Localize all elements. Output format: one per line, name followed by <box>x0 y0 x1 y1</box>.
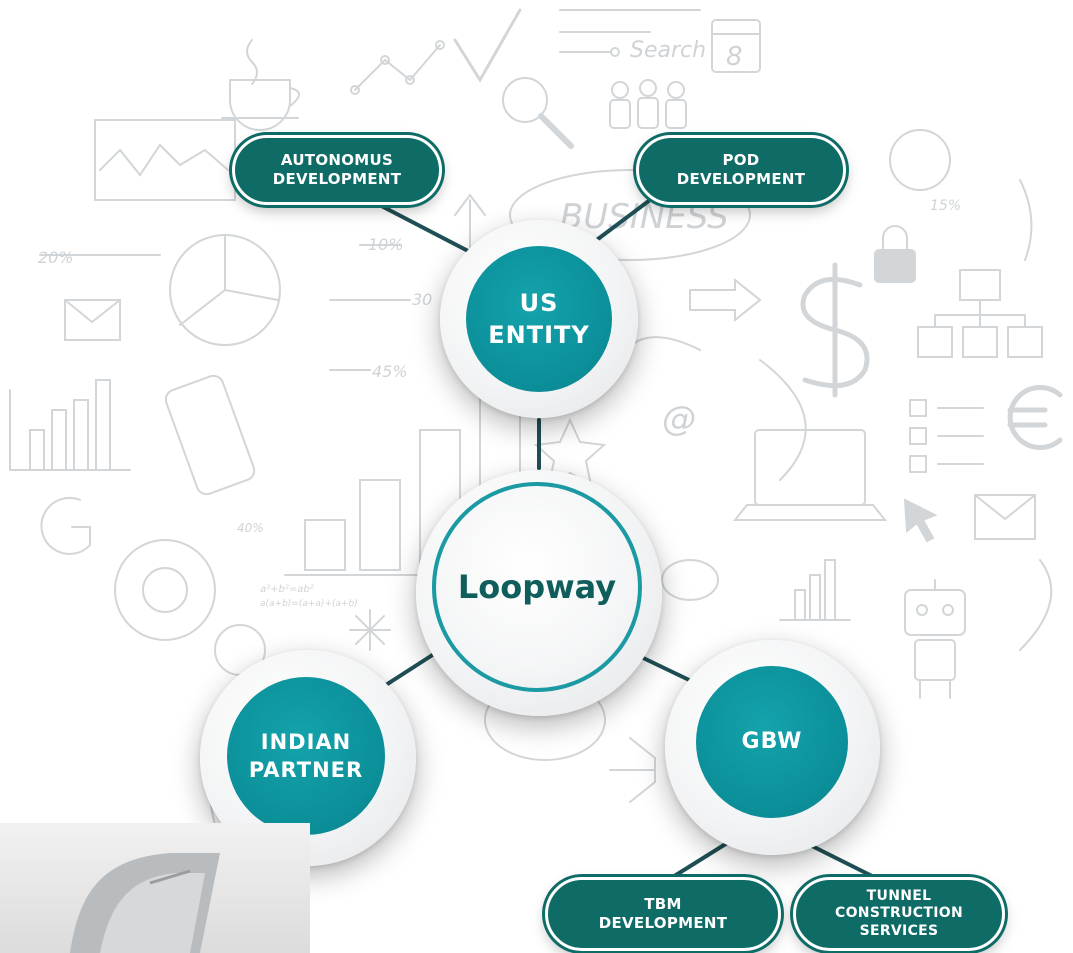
pod-development-pill: POD DEVELOPMENT <box>636 135 846 205</box>
pie-chart-icon <box>169 234 281 346</box>
magnifier-icon <box>502 77 574 149</box>
checkmark-icon <box>453 8 522 83</box>
indian-partner-disc: INDIAN PARTNER <box>227 677 385 835</box>
percent-45-text: 45% <box>372 362 408 381</box>
calendar-icon <box>711 19 761 73</box>
speech-bubble-sketch <box>661 559 719 601</box>
indian-partner-label: INDIAN PARTNER <box>248 729 364 782</box>
euro-icon <box>1007 385 1063 450</box>
us-entity-label: US ENTITY <box>488 288 590 349</box>
us-entity-node: US ENTITY <box>440 220 638 418</box>
loopway-center-node: Loopway <box>416 470 662 716</box>
loopway-label: Loopway <box>457 568 617 606</box>
asterisk-sketch <box>349 609 391 651</box>
g-logo-sketch <box>40 497 91 555</box>
loopway-disc: Loopway <box>432 482 642 692</box>
search-sketch-text: Search <box>630 38 706 63</box>
calendar-day-text: 8 <box>726 42 743 72</box>
gear-icon <box>114 539 266 676</box>
tunnel-construction-services-pill: TUNNEL CONSTRUCTION SERVICES <box>793 877 1005 951</box>
percent-30-text: 30 <box>412 290 432 309</box>
tunnel-construction-services-label: TUNNEL CONSTRUCTION SERVICES <box>835 887 963 939</box>
people-icon <box>609 79 687 129</box>
dollar-icon <box>800 262 870 398</box>
search-bar-sketch <box>559 9 701 57</box>
percent-10-text: 10% <box>368 235 404 254</box>
org-chart-icon <box>917 269 1043 358</box>
gbw-node: GBW <box>665 640 880 855</box>
phone-icon <box>164 374 256 496</box>
pod-development-label: POD DEVELOPMENT <box>676 151 806 188</box>
clock-icon <box>889 129 951 191</box>
gbw-label: GBW <box>741 729 803 755</box>
business-oval-sketch <box>509 169 751 261</box>
tbm-development-label: TBM DEVELOPMENT <box>598 895 728 932</box>
line-chart-icon <box>350 40 445 95</box>
lock-icon <box>874 225 916 283</box>
autonomus-development-label: AUTONOMUS DEVELOPMENT <box>272 151 402 188</box>
percent-40-text: 40% <box>237 521 264 535</box>
device-photo-shape <box>70 853 220 953</box>
formula-sketch-1: a²+b²=ab² <box>260 584 314 595</box>
us-entity-disc: US ENTITY <box>466 246 612 392</box>
bottom-left-photo-fragment <box>0 823 310 953</box>
cursor-icon <box>903 498 938 543</box>
at-sign-sketch: @ <box>662 399 696 439</box>
tbm-development-pill: TBM DEVELOPMENT <box>545 877 781 951</box>
small-bar-chart-sketch <box>779 559 851 621</box>
coffee-cup-icon <box>221 39 300 131</box>
checklist-icon <box>909 399 984 473</box>
percent-20-text: 20% <box>38 248 74 267</box>
robot-icon <box>904 579 966 699</box>
link-pod-us <box>588 198 652 247</box>
link-autonomus-us <box>368 198 472 254</box>
envelope-icon <box>64 299 1036 540</box>
arrow-icon <box>209 179 1053 841</box>
percent-15-text: 15% <box>930 198 961 214</box>
bar-chart-icon <box>9 379 131 471</box>
laptop-icon <box>732 429 888 521</box>
formula-sketch-2: a(a+b)=(a+a)+(a+b) <box>260 599 358 609</box>
gbw-disc: GBW <box>696 666 848 818</box>
autonomus-development-pill: AUTONOMUS DEVELOPMENT <box>232 135 442 205</box>
